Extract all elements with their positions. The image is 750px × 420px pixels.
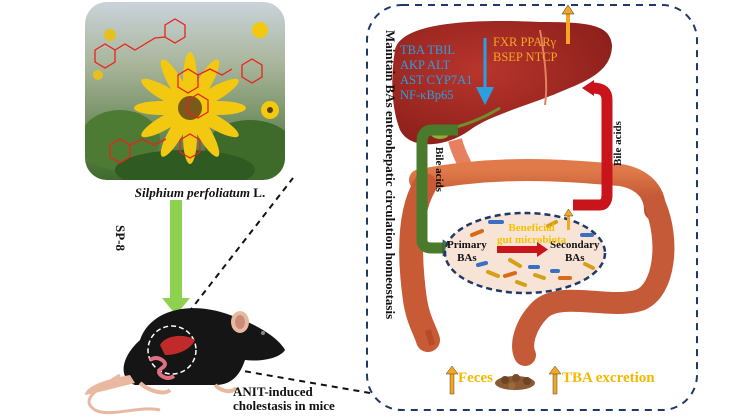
secondary-bas-line2: BAs xyxy=(564,252,585,264)
tba-up-arrow xyxy=(548,365,562,395)
mouse-intestine xyxy=(148,356,176,380)
bile-acids-label-right: Bile acids xyxy=(612,121,624,166)
plant-name-italic: Silphium perfoliatum xyxy=(134,185,251,200)
intestines xyxy=(399,138,675,366)
feces-illustration xyxy=(495,374,535,390)
up-marker-line: FXR PPARγ xyxy=(493,35,557,49)
mouse-illustration xyxy=(85,308,285,415)
down-marker-line: AKP ALT xyxy=(400,58,451,72)
model-label-line1: ANIT-induced xyxy=(233,384,313,399)
down-marker-line: TBA TBIL xyxy=(400,43,455,57)
model-label: ANIT-induced cholestasis in mice xyxy=(233,385,335,413)
chemical-structure-overlay xyxy=(94,18,263,164)
feces-label: Feces xyxy=(458,370,493,386)
model-label-line2: cholestasis in mice xyxy=(233,398,335,413)
plant-photo xyxy=(85,2,285,180)
up-marker-line: BSEP NTCP xyxy=(493,50,558,64)
microbiota-ellipse xyxy=(443,208,607,295)
treatment-arrow xyxy=(162,200,190,315)
plant-name-suffix: L. xyxy=(253,185,266,200)
secondary-bas-line1: Secondary xyxy=(550,239,600,251)
downregulated-markers: TBA TBIL AKP ALT AST CYP7A1 NF-κBp65 xyxy=(400,43,472,103)
mechanism-panel-border xyxy=(366,4,698,411)
mouse-liver xyxy=(160,335,195,355)
primary-bas-label: Primary BAs xyxy=(447,239,487,265)
microbiota-label-line1: Beneficial xyxy=(508,222,555,234)
primary-bas-line1: Primary xyxy=(447,239,487,251)
feces-up-arrow xyxy=(445,365,459,395)
primary-bas-line2: BAs xyxy=(457,252,477,264)
secondary-bas-label: Secondary BAs xyxy=(550,239,600,265)
microbiota-label: Beneficial gut microbiota xyxy=(497,222,566,246)
upregulated-markers: FXR PPARγ BSEP NTCP xyxy=(493,35,558,65)
microbiota-label-line2: gut microbiota xyxy=(497,234,567,246)
mouse-tail xyxy=(87,373,161,415)
tba-excretion-label: TBA excretion xyxy=(562,370,655,386)
plant-name-label: Silphium perfoliatum L. xyxy=(95,185,305,201)
bile-acids-label-left: Bile acids xyxy=(433,147,445,192)
down-marker-line: AST CYP7A1 xyxy=(400,73,473,87)
sunflower xyxy=(134,52,246,164)
bile-acids-arrow-red xyxy=(573,80,613,211)
up-arrow-liver xyxy=(561,4,575,44)
treatment-label: SP-8 xyxy=(113,225,128,251)
mechanism-title: Maintain BAs enterohepatic circulation h… xyxy=(383,30,398,320)
down-marker-line: NF-κBp65 xyxy=(400,88,454,102)
